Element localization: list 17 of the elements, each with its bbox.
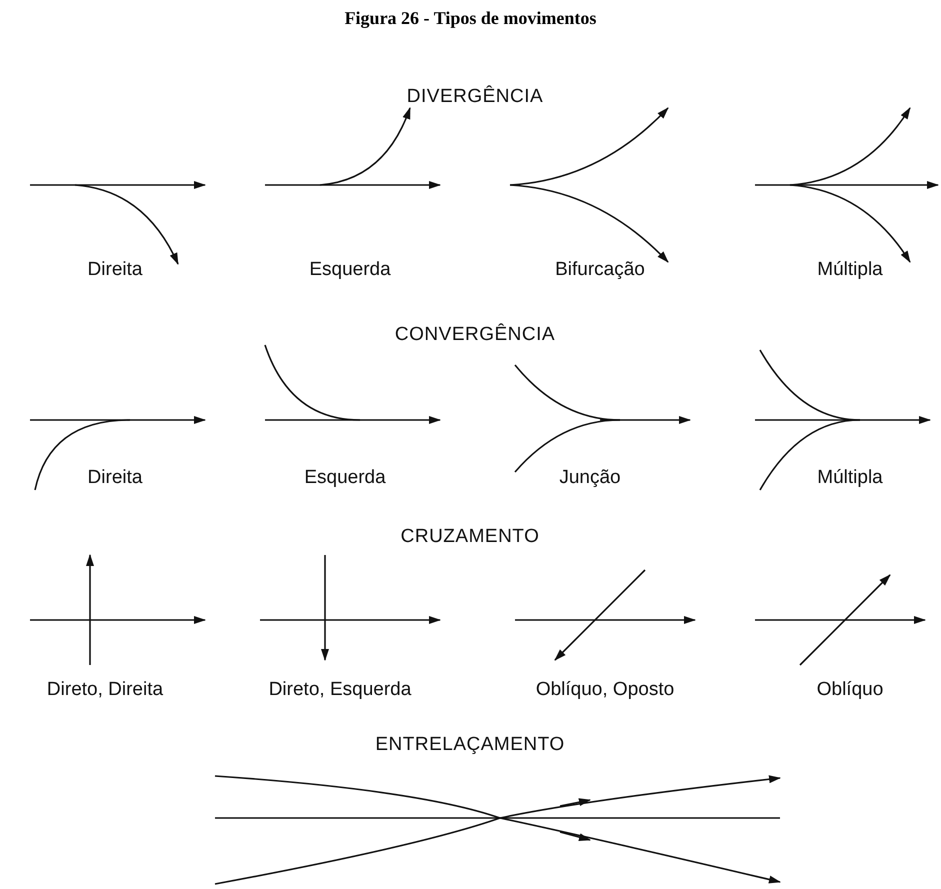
movement-label: Oblíquo, Oposto	[536, 679, 674, 701]
movement-label: Oblíquo	[816, 679, 884, 701]
movement-label: Múltipla	[817, 467, 883, 489]
section-heading: CRUZAMENTO	[400, 526, 540, 548]
movement-label: Esquerda	[304, 467, 386, 489]
section-heading: ENTRELAÇAMENTO	[375, 734, 565, 756]
movement-label: Múltipla	[817, 259, 883, 281]
section-heading: DIVERGÊNCIA	[406, 86, 544, 108]
section-heading: CONVERGÊNCIA	[394, 324, 556, 346]
figure-title: Figura 26 - Tipos de movimentos	[344, 8, 598, 29]
movement-label: Direita	[88, 467, 142, 489]
movement-label: Direto, Direita	[46, 679, 164, 701]
movement-label: Junção	[559, 467, 621, 489]
movement-label: Esquerda	[309, 259, 391, 281]
movement-label: Direto, Esquerda	[268, 679, 412, 701]
movement-label: Direita	[88, 259, 142, 281]
movement-label: Bifurcação	[555, 259, 645, 281]
